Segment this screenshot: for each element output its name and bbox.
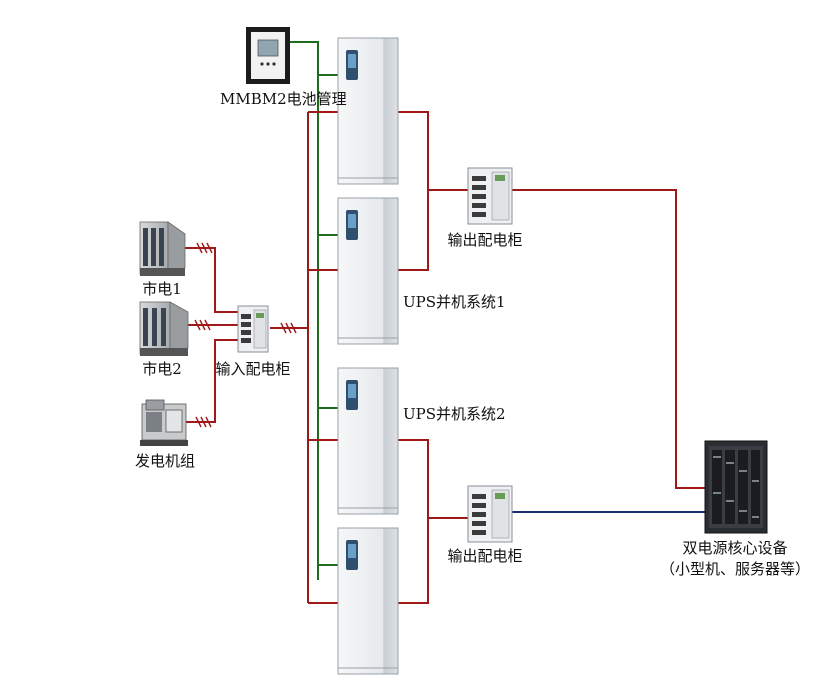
bms-link — [290, 41, 319, 580]
green-comm-lines — [290, 41, 338, 580]
ups-cabinet-2 — [337, 197, 399, 345]
core-server-rack-icon — [704, 440, 768, 534]
mains1-label: 市电1 — [142, 280, 182, 298]
input-cabinet-label: 输入配电柜 — [215, 360, 291, 378]
output-cabinet2-label: 输出配电柜 — [447, 547, 523, 565]
generator-label: 发电机组 — [134, 452, 196, 470]
ups-cabinet-1 — [337, 37, 399, 185]
ups-system1-label: UPS并机系统1 — [403, 293, 506, 311]
feeder-tick-marks — [194, 242, 297, 428]
core-equipment-label-line1: 双电源核心设备 — [682, 539, 788, 557]
oc1-to-core — [512, 189, 708, 489]
generator-icon — [140, 399, 188, 446]
mains2-label: 市电2 — [142, 360, 182, 378]
generator-feed — [185, 339, 240, 423]
ups3-out — [398, 439, 429, 604]
mains1-building-icon — [139, 221, 186, 276]
ups-cabinet-3 — [337, 367, 399, 515]
output-cabinet-1-icon — [467, 167, 513, 225]
mains1-feed — [185, 247, 240, 313]
input-cabinet-icon — [237, 305, 269, 353]
bms-unit-icon — [246, 27, 290, 84]
core-equipment-label-line2: （小型机、服务器等） — [659, 560, 811, 578]
bms-label: MMBM2电池管理 — [220, 90, 347, 108]
ups-cabinet-4 — [337, 527, 399, 675]
output-cabinet-2-icon — [467, 485, 513, 543]
ups-system2-label: UPS并机系统2 — [403, 405, 506, 423]
output-cabinet1-label: 输出配电柜 — [447, 231, 523, 249]
red-power-lines — [185, 111, 708, 604]
ups1-out — [398, 111, 429, 271]
mains2-building-icon — [139, 301, 189, 356]
